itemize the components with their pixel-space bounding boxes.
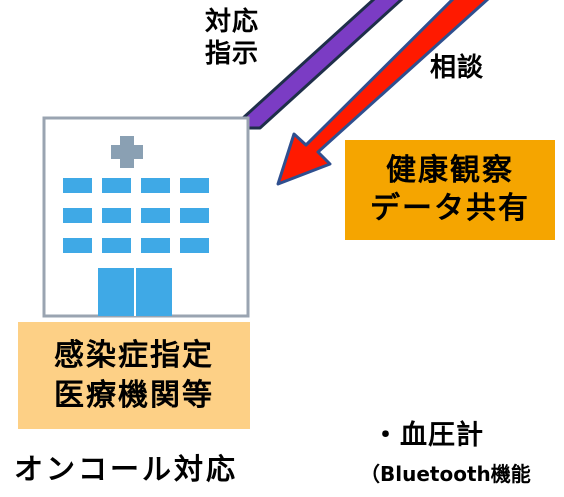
shared-data-line2: データ共有 (370, 191, 530, 226)
consult-label: 相談 (430, 53, 485, 83)
device-bp-label: ・血圧計 (372, 420, 484, 451)
instruction-arrow (230, 0, 404, 130)
hospital-building-icon (42, 116, 250, 318)
facility-line2: 医療機関等 (54, 377, 214, 413)
facility-line1: 感染症指定 (54, 337, 214, 373)
instruction-label-line1: 対応 (205, 7, 260, 37)
facility-box: 感染症指定 医療機関等 (18, 322, 250, 429)
device-bluetooth-label: （Bluetooth機能 (360, 462, 531, 486)
shared-data-line1: 健康観察 (386, 153, 514, 188)
instruction-label: 対応 指示 (205, 6, 259, 70)
instruction-label-line2: 指示 (205, 39, 260, 69)
consult-arrow (276, 0, 490, 186)
shared-data-box: 健康観察 データ共有 (345, 140, 555, 240)
oncall-label: オンコール対応 (14, 452, 239, 486)
